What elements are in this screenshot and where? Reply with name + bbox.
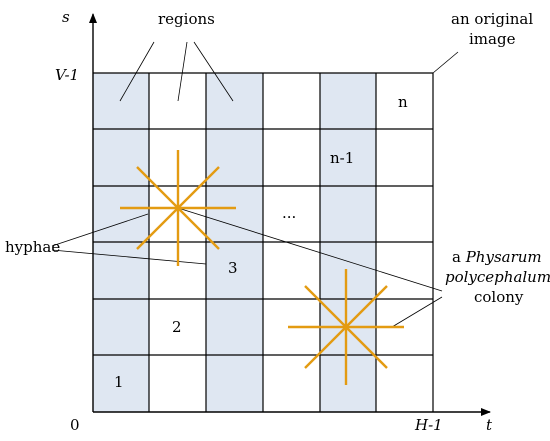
y-max-label: V-1	[55, 66, 79, 84]
colony-pointer-2	[391, 296, 443, 328]
colony-pointer-1	[177, 207, 443, 292]
colony-right	[288, 269, 404, 385]
y-axis-label: s	[62, 8, 70, 26]
regions-pointer-1	[119, 41, 155, 102]
colony-genus: Physarum	[465, 248, 542, 266]
regions-pointer-2	[177, 41, 188, 102]
regions-label: regions	[158, 10, 215, 28]
axes	[89, 13, 491, 416]
origin-label: 0	[70, 416, 80, 434]
cell-label-2: 2	[172, 318, 182, 336]
original-image-label-line-2: image	[469, 30, 516, 48]
cell-label-1: 1	[114, 373, 124, 391]
hyphae-pointer-2	[51, 249, 207, 265]
cell-label-n: n	[398, 93, 408, 111]
original-image-label-line-1: an original	[451, 10, 533, 28]
colony-article: a	[452, 248, 466, 266]
x-max-label: H-1	[414, 416, 443, 434]
colony-label-line-2: polycephalum	[445, 268, 550, 286]
leader-lines	[51, 41, 459, 328]
hyphae-pointer-1	[51, 213, 149, 247]
cell-label-3: 3	[228, 259, 238, 277]
colony-left	[120, 150, 236, 266]
colony-label-line-3: colony	[474, 288, 524, 306]
cell-label-n-minus-1: n-1	[330, 149, 354, 167]
colony-label-line-1: a Physarum	[452, 248, 542, 266]
regions-pointer-3	[193, 41, 234, 102]
hyphae-label: hyphae	[5, 238, 60, 256]
cell-ellipsis: ...	[282, 204, 296, 222]
original-image-pointer	[432, 51, 459, 74]
x-axis-label: t	[486, 416, 493, 434]
